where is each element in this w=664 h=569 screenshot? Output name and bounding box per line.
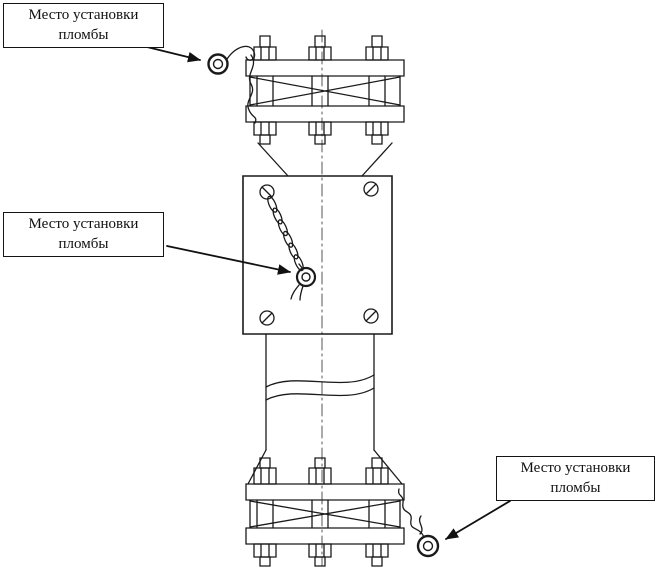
bottom-seal-ring xyxy=(418,536,438,556)
seal-location-label-bottom: Место установки пломбы xyxy=(496,456,655,501)
top-flange-upper-plate xyxy=(246,60,404,76)
bottom-seal-wire xyxy=(399,489,424,537)
seal-location-label-top: Место установки пломбы xyxy=(3,3,164,48)
middle-seal-ring xyxy=(291,268,315,300)
pipe-section xyxy=(266,334,374,450)
pipe-break-wave xyxy=(266,375,374,387)
top-seal-wire xyxy=(227,46,256,123)
seal-location-label-top-text: Место установки пломбы xyxy=(28,7,139,43)
top-flange-assembly xyxy=(246,36,404,176)
seal-location-label-middle: Место установки пломбы xyxy=(3,212,164,257)
arrow-to-top-seal xyxy=(147,47,201,63)
top-seal-ring xyxy=(209,55,228,74)
housing-twisted-seal-wire xyxy=(266,195,305,272)
bottom-flange-upper-plate xyxy=(246,484,404,500)
arrow-to-middle-seal xyxy=(167,246,291,275)
seal-location-label-middle-text: Место установки пломбы xyxy=(28,216,139,252)
bottom-flange-assembly xyxy=(246,450,404,566)
arrow-to-bottom-seal xyxy=(446,501,510,539)
electronics-housing xyxy=(243,176,392,334)
pipe-break-wave xyxy=(266,388,374,400)
bottom-flange-lower-plate xyxy=(246,528,404,544)
seal-location-label-bottom-text: Место установки пломбы xyxy=(520,460,631,496)
top-flange-lower-plate xyxy=(246,106,404,122)
